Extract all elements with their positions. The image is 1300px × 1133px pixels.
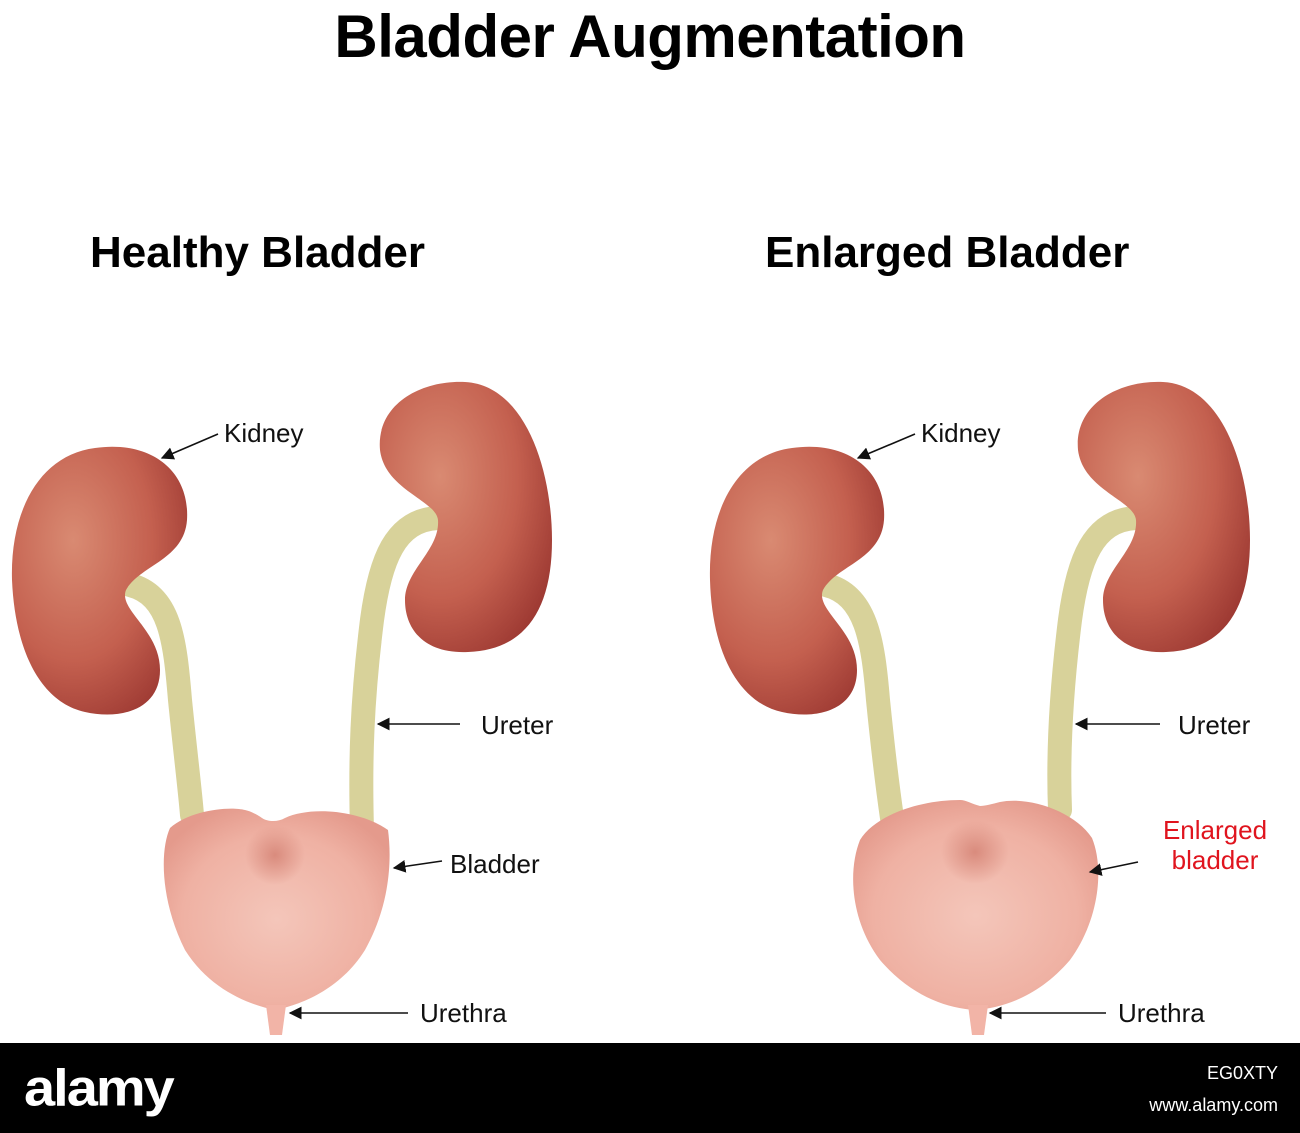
left-kidney-arrow <box>160 433 219 460</box>
left-kidney-left <box>11 446 188 715</box>
left-kidney-right <box>379 381 552 653</box>
enlarged-bladder-label-line1: Enlarged <box>1162 815 1268 845</box>
left-ureter-left <box>118 573 204 827</box>
right-ureter-right <box>1047 506 1148 822</box>
right-panel <box>709 381 1250 1035</box>
right-ureter-left <box>814 573 904 830</box>
healthy-bladder-heading: Healthy Bladder <box>90 228 425 277</box>
left-ureter-label: Ureter <box>481 710 554 740</box>
left-bladder <box>163 808 390 1010</box>
enlarged-bladder-label: Enlarged bladder <box>1140 815 1290 875</box>
left-panel <box>11 381 552 1035</box>
left-kidney-label: Kidney <box>224 418 304 448</box>
right-kidney-arrow <box>856 433 916 460</box>
stock-footer-bar: alamy EG0XTY www.alamy.com <box>0 1043 1300 1133</box>
left-bladder-arrow <box>392 860 443 873</box>
right-bladder-enlarged <box>853 800 1099 1010</box>
page-title: Bladder Augmentation <box>334 3 966 70</box>
footer-url: www.alamy.com <box>1149 1095 1278 1115</box>
right-kidney-label: Kidney <box>921 418 1001 448</box>
right-urethra-label: Urethra <box>1118 998 1205 1028</box>
left-urethra-label: Urethra <box>420 998 507 1028</box>
urinary-system-diagram <box>11 381 1250 1035</box>
right-bladder-arrow <box>1088 861 1139 876</box>
alamy-logo: alamy <box>24 1058 175 1117</box>
enlarged-bladder-heading: Enlarged Bladder <box>765 228 1130 277</box>
image-id: EG0XTY <box>1206 1063 1278 1083</box>
left-bladder-label: Bladder <box>450 849 540 879</box>
left-urethra <box>266 1005 286 1035</box>
right-kidney-left <box>709 446 885 715</box>
enlarged-bladder-label-line2: bladder <box>1171 845 1259 875</box>
right-ureter-label: Ureter <box>1178 710 1251 740</box>
right-kidney-right <box>1077 381 1250 653</box>
right-urethra <box>968 1005 988 1035</box>
left-ureter-right <box>349 506 450 842</box>
